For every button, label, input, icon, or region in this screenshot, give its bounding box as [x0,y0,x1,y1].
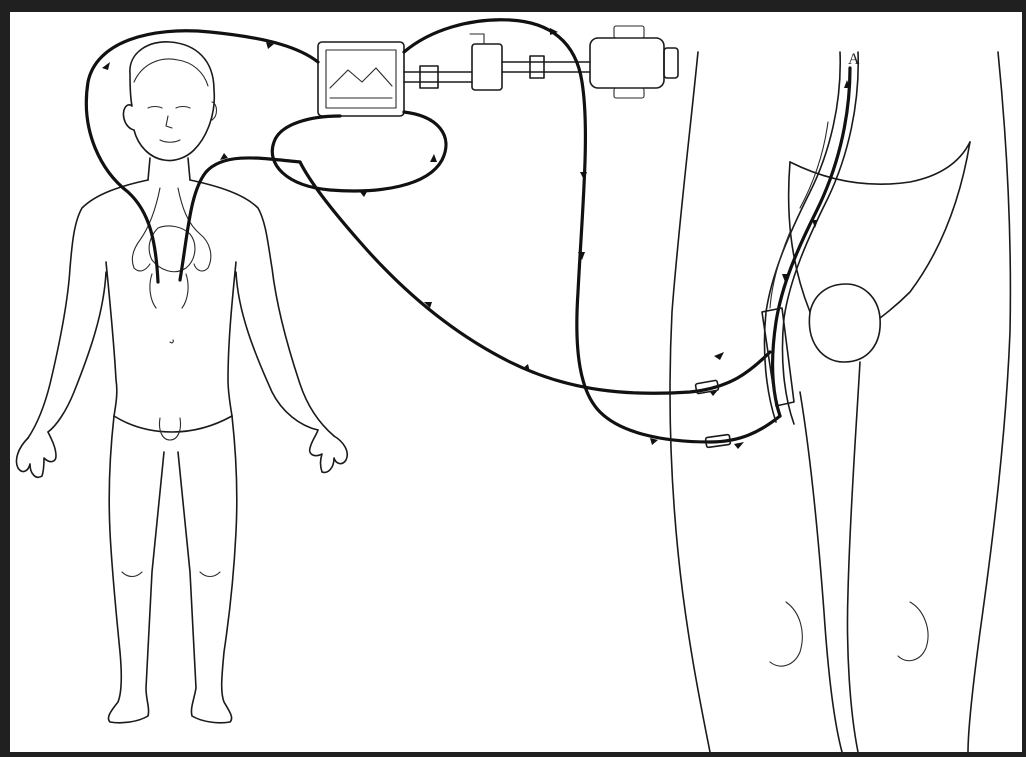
scrotum [809,284,880,362]
cannula [773,68,850,416]
groin-detail: A [670,51,1010,752]
child-torso [28,180,334,438]
child-hair [134,59,208,86]
tube-child-to-femoral [300,162,770,393]
flow-arrow [102,62,110,70]
knee-right [898,602,928,661]
oxygenator-box [318,42,404,116]
oxygenator-membrane [330,68,392,98]
child-right-leg [178,416,237,723]
flow-arrow [430,154,437,162]
tube-oxygenator-to-femoral [404,20,780,442]
vessel-label-a: A [848,51,860,68]
child-left-hand [16,432,56,477]
genital-outline [789,142,970,318]
child-navel [170,340,173,343]
thigh-inner-right [847,362,860,752]
child-eye-left [148,107,162,109]
pump-motor [590,26,678,98]
child-genital [159,418,180,440]
circuit-tubing [86,20,780,442]
child-figure [16,42,347,723]
motor-bottom-mount [614,88,644,98]
child-knees [122,572,220,577]
knee-left [770,602,802,666]
child-pelvis [114,416,232,432]
flow-arrow [714,352,724,360]
child-left-leg [108,416,164,723]
pump-inlet [470,34,484,44]
motor-top-mount [614,26,644,38]
abdomen-left-edge [670,52,710,752]
child-arms-inner [48,272,318,432]
pump-coupler [530,56,544,78]
tube-neck-to-oxygenator [86,31,318,282]
abdomen-right-edge [968,52,1010,752]
child-mouth [160,140,180,142]
child-right-hand [310,430,348,472]
oxygenator-unit [318,42,472,116]
pump-housing [472,44,502,90]
child-nose [166,116,172,128]
tube-oxygenator-loop [272,112,446,191]
diagram-canvas: A [10,12,1022,752]
motor-body [590,38,664,88]
tube-chest-to-oxygenator [180,158,300,280]
ecmo-circuit-diagram: A [10,12,1022,752]
vessel-flow-arrow [812,220,818,228]
child-heart-vessels [132,188,210,308]
thigh-inner-left [800,392,842,752]
flow-arrows [102,28,744,449]
centrifugal-pump [470,34,590,90]
child-eye-right [176,107,190,109]
motor-cap [664,48,678,78]
flow-arrow [734,442,744,449]
connector-clamp [420,66,438,88]
child-torso-sides [106,262,236,416]
